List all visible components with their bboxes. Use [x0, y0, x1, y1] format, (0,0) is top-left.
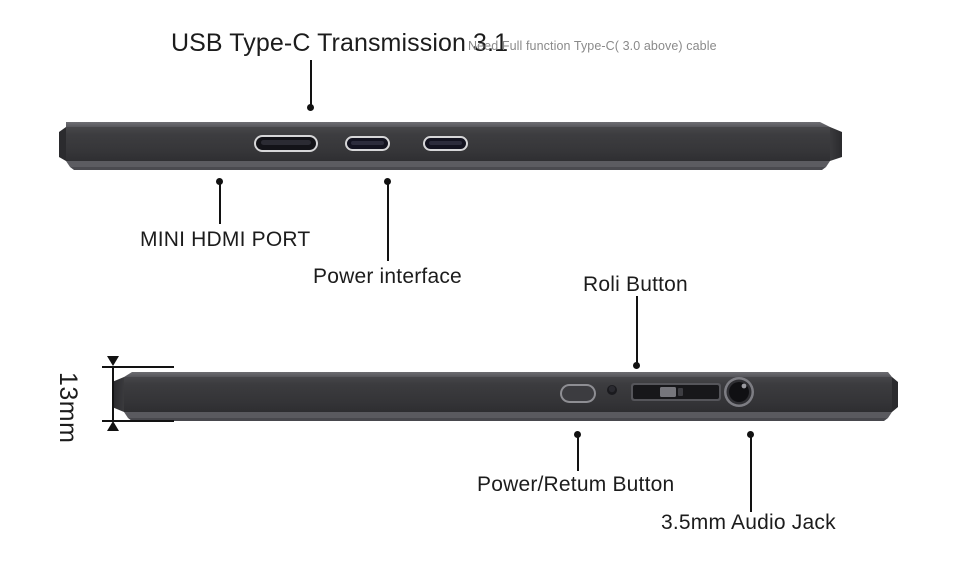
dimension-extension-top	[102, 366, 174, 368]
leader-dot-roll-button	[633, 362, 640, 369]
dimension-arrow-bottom	[107, 421, 119, 431]
dimension-line-thickness	[112, 366, 114, 421]
dimension-extension-bottom	[102, 420, 174, 422]
leader-line-power-interface	[387, 182, 389, 261]
callout-audio-jack: 3.5mm Audio Jack	[661, 511, 836, 534]
leader-line-power-return-button	[577, 435, 579, 471]
leader-line-roll-button	[636, 296, 638, 365]
leader-line-usb-c-transmission	[310, 60, 312, 107]
usb-c-port-power-shape	[345, 136, 390, 151]
led-indicator-shape	[607, 385, 617, 395]
page-title-note: Need Full function Type-C( 3.0 above) ca…	[468, 39, 717, 53]
dimension-arrow-top	[107, 356, 119, 366]
usb-c-port-data-shape	[423, 136, 468, 151]
leader-dot-power-return-button	[574, 431, 581, 438]
callout-mini-hdmi-port: MINI HDMI PORT	[140, 228, 311, 251]
bottom-edge-view	[112, 366, 902, 426]
leader-dot-usb-c-transmission	[307, 104, 314, 111]
callout-power-interface: Power interface	[313, 265, 462, 288]
leader-line-mini-hdmi	[219, 182, 221, 224]
dimension-label-thickness: 13mm	[54, 372, 82, 444]
page-title: USB Type-C Transmission 3.1	[171, 29, 509, 57]
mini-hdmi-port-shape	[254, 135, 318, 152]
callout-roll-button: Roli Button	[583, 273, 688, 296]
power-return-button-shape	[560, 384, 596, 403]
leader-line-audio-jack	[750, 435, 752, 512]
leader-dot-mini-hdmi	[216, 178, 223, 185]
top-edge-view	[56, 116, 846, 174]
callout-power-return-button: Power/Retum Button	[477, 473, 675, 496]
leader-dot-audio-jack	[747, 431, 754, 438]
audio-jack-shape	[724, 377, 754, 407]
roll-button-shape	[631, 383, 721, 401]
leader-dot-power-interface	[384, 178, 391, 185]
